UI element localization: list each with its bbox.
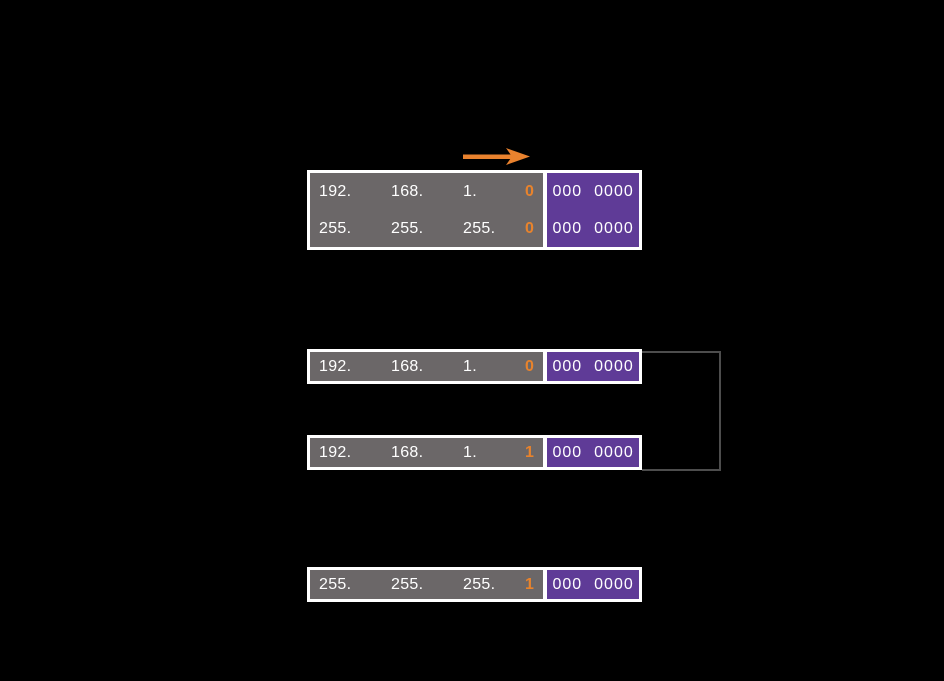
octet-value: 255. bbox=[463, 575, 496, 593]
host-octet-value: 0 bbox=[525, 182, 535, 200]
octet-value: 192. bbox=[319, 443, 352, 461]
host-octet-value: 0 bbox=[525, 219, 535, 237]
binary-group-value: 0000 bbox=[594, 357, 634, 375]
octet-row: 192. 168. 1. 0 bbox=[310, 173, 543, 210]
octet-value: 255. bbox=[319, 575, 352, 593]
right-arrow-icon bbox=[458, 144, 533, 169]
host-octet-value: 1 bbox=[525, 443, 535, 461]
binary-group-value: 0000 bbox=[594, 182, 634, 200]
octet-value: 168. bbox=[391, 443, 424, 461]
arrow-head bbox=[506, 148, 530, 165]
octet-value: 255. bbox=[391, 575, 424, 593]
host-octet-value: 1 bbox=[525, 575, 535, 593]
octet-value: 192. bbox=[319, 182, 352, 200]
octet-row: 192. 168. 1. 0 bbox=[310, 352, 543, 381]
octet-value: 255. bbox=[391, 219, 424, 237]
binary-group-value: 000 bbox=[552, 575, 583, 593]
binary-group-value: 0000 bbox=[594, 575, 634, 593]
octet-value: 255. bbox=[463, 219, 496, 237]
host-octet-value: 0 bbox=[525, 357, 535, 375]
right-arrow-svg bbox=[463, 148, 530, 165]
decimal-octets-section: 192. 168. 1. 1 bbox=[310, 438, 544, 467]
binary-group-value: 0000 bbox=[594, 219, 634, 237]
arrow-shaft bbox=[463, 154, 513, 159]
octet-value: 1. bbox=[463, 182, 477, 200]
binary-group-value: 000 bbox=[552, 219, 583, 237]
octet-row: 255. 255. 255. 0 bbox=[310, 210, 543, 247]
octet-value: 168. bbox=[391, 182, 424, 200]
decimal-octets-section: 192. 168. 1. 0 bbox=[310, 352, 544, 381]
binary-group-value: 000 bbox=[552, 443, 583, 461]
octet-row: 255. 255. 255. 1 bbox=[310, 570, 543, 599]
range-bracket-connector bbox=[642, 351, 721, 471]
octet-row: 192. 168. 1. 1 bbox=[310, 438, 543, 467]
binary-group-value: 0000 bbox=[594, 443, 634, 461]
octet-value: 192. bbox=[319, 357, 352, 375]
octet-value: 168. bbox=[391, 357, 424, 375]
octet-value: 1. bbox=[463, 443, 477, 461]
binary-group-value: 000 bbox=[552, 182, 583, 200]
binary-group-value: 000 bbox=[552, 357, 583, 375]
decimal-octets-section: 192. 168. 1. 0 255. 255. 255. 0 bbox=[310, 173, 544, 247]
octet-value: 255. bbox=[319, 219, 352, 237]
decimal-octets-section: 255. 255. 255. 1 bbox=[310, 570, 544, 599]
octet-value: 1. bbox=[463, 357, 477, 375]
